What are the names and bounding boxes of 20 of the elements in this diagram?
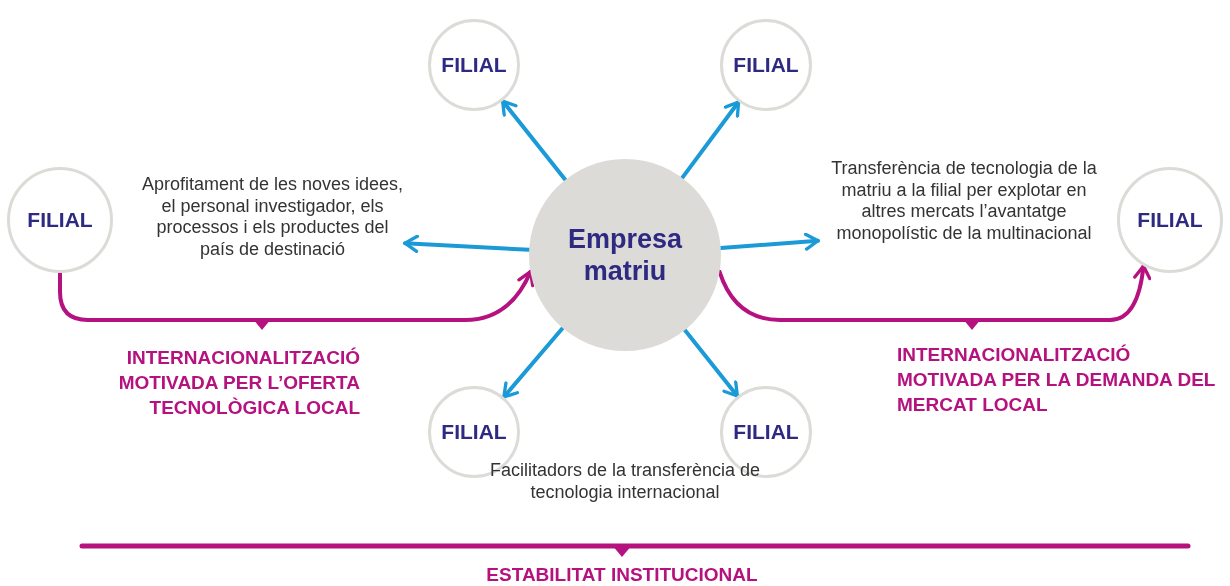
arrow: [718, 232, 820, 251]
node-label: Empresa matriu: [566, 223, 684, 287]
arrow: [501, 326, 565, 399]
description-text: Transferència de tecnologia de la matriu a la filial per explotar en altres mercats l’avantatge monopolístic de la multinacional: [818, 158, 1110, 244]
arrow: [717, 263, 1152, 322]
edge-label: INTERNACIONALITZACIÓ MOTIVADA PER LA DEMANDA DEL MERCAT LOCAL: [897, 343, 1217, 417]
node-label: FILIAL: [441, 420, 507, 444]
node-label: FILIAL: [27, 208, 93, 232]
arrow: [58, 269, 534, 322]
description-text: Aprofitament de les noves idees, el personal investigador, els processos i els productes del país de destinació: [140, 174, 405, 260]
edge-label: INTERNACIONALITZACIÓ MOTIVADA PER L’OFERTA TECNOLÒGICA LOCAL: [117, 346, 360, 420]
arrow: [680, 99, 741, 180]
caption-text: Facilitadors de la transferència de tecnologia internacional: [488, 460, 762, 503]
node-label: FILIAL: [733, 420, 799, 444]
arrow: [682, 328, 740, 398]
node-label: FILIAL: [1137, 208, 1203, 232]
section-label: ESTABILITAT INSTITUCIONAL: [485, 564, 759, 586]
node-label: FILIAL: [733, 53, 799, 77]
node-label: FILIAL: [441, 53, 507, 77]
arrow: [500, 99, 568, 182]
